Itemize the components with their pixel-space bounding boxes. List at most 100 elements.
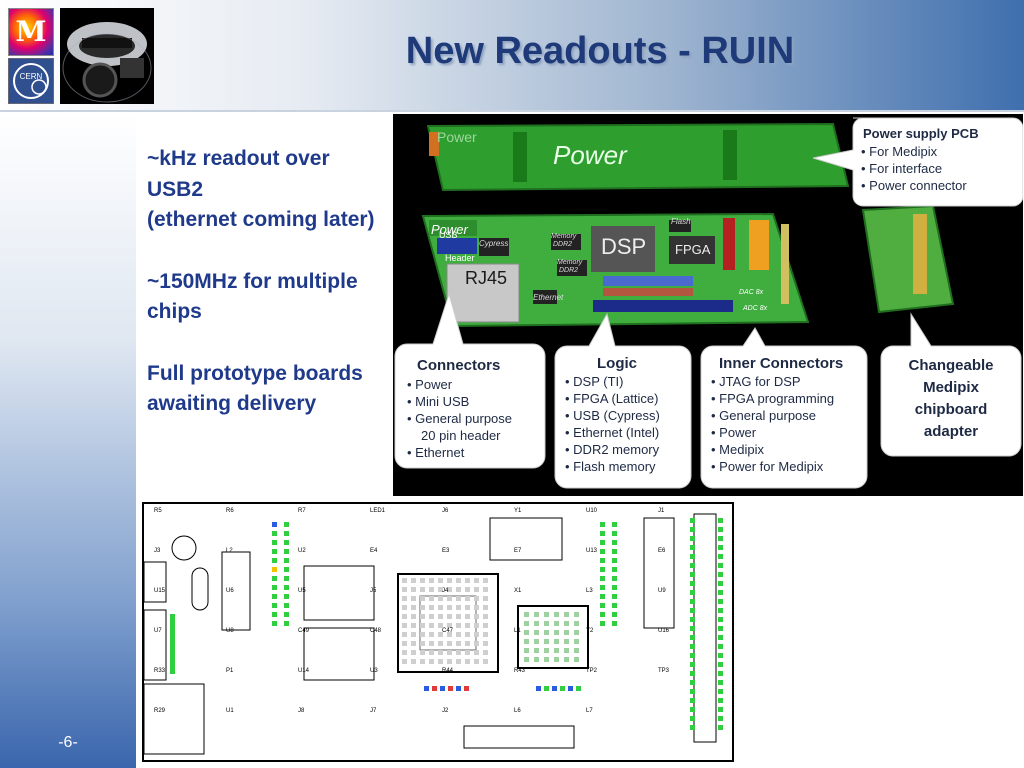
pcb-pad: [612, 540, 617, 545]
pcb-component-label: P1: [226, 668, 234, 674]
board-power-label: Power: [431, 222, 469, 237]
pcb-pad: [534, 630, 539, 635]
pcb-pad: [429, 578, 434, 583]
pcb-pad: [420, 641, 425, 646]
pcb-pad: [554, 648, 559, 653]
pcb-pad: [456, 641, 461, 646]
pcb-pad: [456, 596, 461, 601]
callout-adapter: Changeable Medipix chipboard adapter: [880, 312, 1022, 457]
pcb-pad: [402, 659, 407, 664]
pcb-pad: [718, 590, 723, 595]
pcb-pad: [718, 608, 723, 613]
pcb-pad: [440, 686, 445, 691]
pcb-pad: [600, 558, 605, 563]
callout-inner-item-1: • JTAG for DSP: [711, 374, 801, 389]
callout-connectors-item-3: • General purpose: [407, 411, 512, 426]
medipix-logo-letter: M: [15, 15, 47, 48]
callout-adapter-line-4: adapter: [924, 423, 978, 440]
pcb-pad: [411, 587, 416, 592]
pcb-pad: [465, 632, 470, 637]
board-memory1-label: Memory: [551, 233, 577, 240]
pcb-pad: [411, 614, 416, 619]
pcb-pad: [402, 614, 407, 619]
pcb-pad: [483, 659, 488, 664]
callout-connectors-item-3b: 20 pin header: [421, 428, 501, 443]
pcb-pad: [402, 578, 407, 583]
pcb-pad: [524, 612, 529, 617]
pcb-pad: [284, 594, 289, 599]
callout-connectors-item-2: • Mini USB: [407, 394, 469, 409]
pcb-pad: [474, 659, 479, 664]
callout-adapter-line-2: Medipix: [923, 379, 979, 396]
pcb-component-label: E6: [658, 548, 666, 554]
pcb-pad: [474, 596, 479, 601]
pcb-pad: [483, 632, 488, 637]
pcb-pad: [560, 686, 565, 691]
pcb-component-label: TP2: [586, 668, 598, 674]
pcb-pad: [272, 594, 277, 599]
board-memory2-label: Memory: [557, 259, 583, 266]
pcb-pad: [483, 650, 488, 655]
pcb-pad: [690, 716, 695, 721]
pcb-pad: [465, 578, 470, 583]
pcb-pad: [564, 657, 569, 662]
pcb-pad: [465, 605, 470, 610]
pcb-pad: [600, 540, 605, 545]
pcb-pad: [612, 549, 617, 554]
pcb-component-label: C47: [442, 628, 454, 634]
pcb-pad: [465, 596, 470, 601]
board-cypress-label: Cypress: [479, 239, 508, 248]
pcb-pad: [456, 623, 461, 628]
pcb-pad: [420, 632, 425, 637]
pcb-pad: [718, 671, 723, 676]
pcb-pad: [600, 603, 605, 608]
pcb-pad: [690, 707, 695, 712]
pcb-pad: [718, 536, 723, 541]
callout-power-pcb-item-3: • Power connector: [861, 178, 967, 193]
pcb-pad: [284, 603, 289, 608]
pcb-pad: [474, 641, 479, 646]
pcb-pad: [690, 581, 695, 586]
pcb-pad: [272, 612, 277, 617]
pcb-pad: [456, 686, 461, 691]
pcb-pad: [420, 659, 425, 664]
pcb-component-label: E3: [442, 548, 450, 554]
pcb-pad: [420, 605, 425, 610]
callout-inner-item-2: • FPGA programming: [711, 391, 834, 406]
callout-inner-connectors: Inner Connectors • JTAG for DSP • FPGA p…: [700, 327, 868, 489]
slide-header: [0, 0, 1024, 110]
pcb-pad: [420, 623, 425, 628]
pcb-component-label: TP3: [658, 668, 670, 674]
bullet-list: ~kHz readout over USB2 (ethernet coming …: [147, 144, 387, 451]
slide-title: New Readouts - RUIN: [405, 30, 795, 72]
pcb-pad: [170, 659, 175, 664]
pcb-pad: [552, 686, 557, 691]
pcb-pad: [465, 614, 470, 619]
page-number: -6-: [58, 734, 78, 751]
callout-inner-item-3: • General purpose: [711, 408, 816, 423]
board-rj45-label: RJ45: [465, 268, 507, 288]
pcb-pad: [170, 654, 175, 659]
pcb-pad: [574, 639, 579, 644]
pcb-pad: [564, 612, 569, 617]
pcb-pad: [554, 639, 559, 644]
pcb-pad: [456, 632, 461, 637]
pcb-component-label: C49: [298, 628, 310, 634]
pcb-pad: [411, 650, 416, 655]
pcb-pad: [429, 587, 434, 592]
callout-connectors-item-4: • Ethernet: [407, 445, 465, 460]
pcb-pad: [411, 578, 416, 583]
pcb-component-label: U5: [298, 588, 306, 594]
pcb-pad: [574, 612, 579, 617]
pcb-pad: [438, 641, 443, 646]
pcb-pad: [718, 662, 723, 667]
pcb-pad: [718, 617, 723, 622]
pcb-pad: [465, 650, 470, 655]
pcb-pad: [690, 590, 695, 595]
pcb-pad: [718, 527, 723, 532]
board-fpga-label: FPGA: [675, 242, 711, 257]
pcb-pad: [483, 596, 488, 601]
pcb-pad: [690, 725, 695, 730]
pcb-component-label: J5: [370, 588, 377, 594]
board-memory2-sub: DDR2: [559, 267, 578, 274]
